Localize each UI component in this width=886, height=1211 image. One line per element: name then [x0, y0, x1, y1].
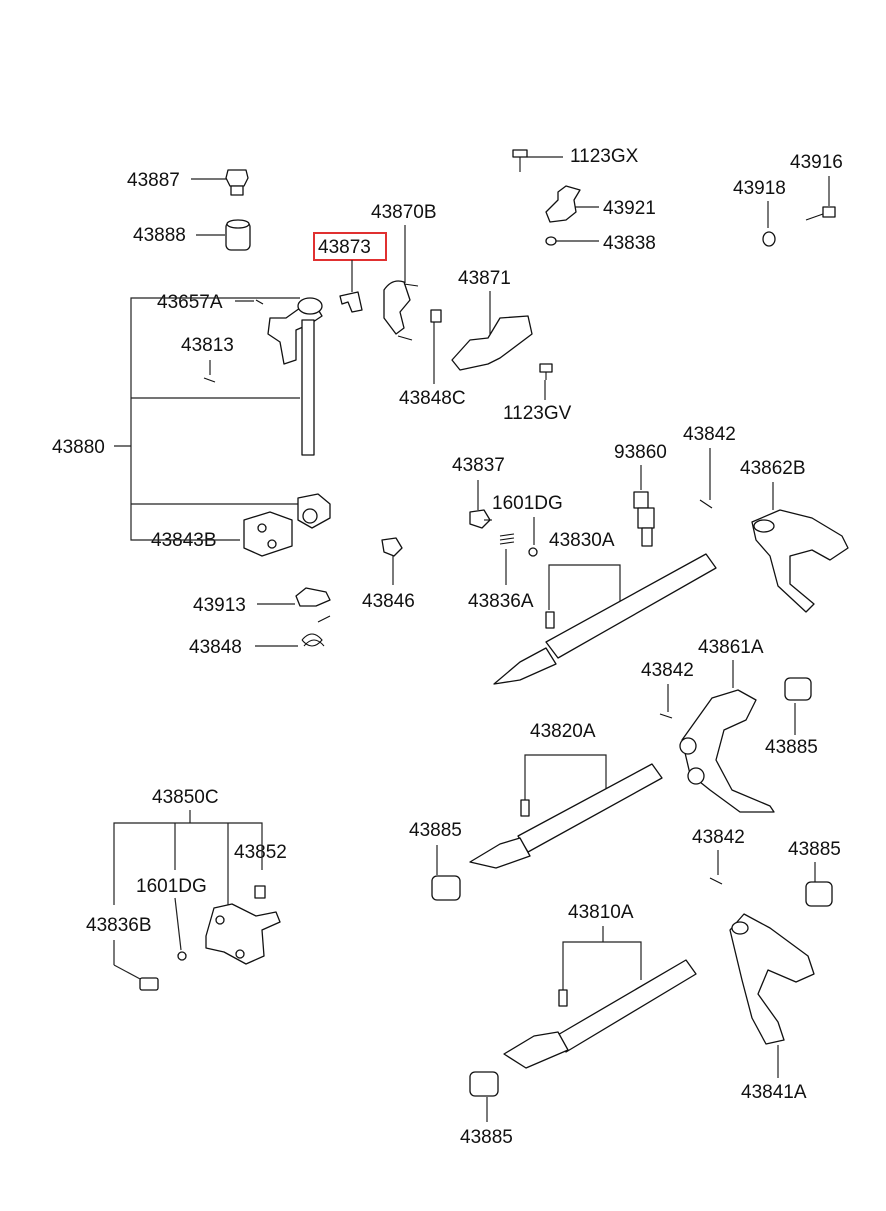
- part-43880-shift-shaft[interactable]: [267, 297, 331, 529]
- label-43870B[interactable]: 43870B: [371, 202, 437, 223]
- label-43916[interactable]: 43916: [790, 152, 843, 173]
- label-43838[interactable]: 43838: [603, 233, 656, 254]
- label-43830A[interactable]: 43830A: [549, 530, 615, 551]
- part-43871-bracket[interactable]: [451, 315, 533, 371]
- part-43916-bolt[interactable]: [805, 206, 836, 221]
- label-43841A[interactable]: 43841A: [741, 1082, 807, 1103]
- label-43836A[interactable]: 43836A: [468, 591, 534, 612]
- label-43842-top[interactable]: 43842: [683, 424, 736, 445]
- part-1123GX-bolt[interactable]: [512, 149, 528, 172]
- part-43848-spring[interactable]: [301, 615, 331, 647]
- part-43830A-shaft[interactable]: [493, 553, 717, 685]
- label-43837[interactable]: 43837: [452, 455, 505, 476]
- part-43870B-bracket[interactable]: [383, 280, 419, 341]
- part-43836A-spring[interactable]: [499, 533, 515, 545]
- part-43861A-fork[interactable]: [679, 689, 775, 813]
- part-43836B-screw[interactable]: [139, 977, 159, 991]
- label-43913[interactable]: 43913: [193, 595, 246, 616]
- label-1123GX[interactable]: 1123GX: [570, 146, 639, 167]
- label-43861A[interactable]: 43861A: [698, 637, 764, 658]
- part-43852-nut[interactable]: [254, 885, 266, 899]
- part-43846-plug[interactable]: [381, 537, 403, 557]
- part-43810A-shaft[interactable]: [503, 959, 697, 1069]
- part-43913-plate[interactable]: [295, 587, 331, 607]
- highlight-box-43873: [313, 232, 387, 261]
- label-43842-mid[interactable]: 43842: [641, 660, 694, 681]
- part-43657A-pin[interactable]: [255, 299, 264, 305]
- part-43848C-nut[interactable]: [430, 309, 442, 323]
- label-43657A[interactable]: 43657A: [157, 292, 223, 313]
- label-43842-low[interactable]: 43842: [692, 827, 745, 848]
- part-43885-bushing-right-top[interactable]: [784, 677, 812, 701]
- label-43888[interactable]: 43888: [133, 225, 186, 246]
- part-43921-plate[interactable]: [545, 185, 581, 223]
- part-43887-bolt[interactable]: [225, 169, 249, 196]
- part-1601DG-ball-top[interactable]: [528, 547, 538, 557]
- label-43871[interactable]: 43871: [458, 268, 511, 289]
- label-1601DG-low[interactable]: 1601DG: [136, 876, 207, 897]
- part-43838-nut[interactable]: [545, 236, 557, 246]
- label-43846[interactable]: 43846: [362, 591, 415, 612]
- part-43837-bolt[interactable]: [469, 509, 492, 529]
- label-43885-bottom[interactable]: 43885: [460, 1127, 513, 1148]
- label-43820A[interactable]: 43820A: [530, 721, 596, 742]
- leader-lines: [113, 156, 830, 1122]
- part-43813-pin[interactable]: [203, 377, 216, 383]
- part-43842-pin-mid[interactable]: [659, 713, 673, 719]
- part-43918-washer[interactable]: [762, 231, 776, 247]
- label-43885-left[interactable]: 43885: [409, 820, 462, 841]
- label-43885-right-top[interactable]: 43885: [765, 737, 818, 758]
- part-43873-clip[interactable]: [339, 291, 363, 313]
- part-43885-bushing-left[interactable]: [431, 875, 461, 901]
- label-43836B[interactable]: 43836B: [86, 915, 152, 936]
- part-43820A-shaft[interactable]: [469, 763, 663, 869]
- part-93860-sensor[interactable]: [633, 491, 655, 547]
- part-43842-pin-top[interactable]: [699, 499, 713, 509]
- part-43841A-fork[interactable]: [729, 913, 815, 1045]
- label-1601DG-top[interactable]: 1601DG: [492, 493, 563, 514]
- label-43810A[interactable]: 43810A: [568, 902, 634, 923]
- label-43885-right-low[interactable]: 43885: [788, 839, 841, 860]
- label-43918[interactable]: 43918: [733, 178, 786, 199]
- label-43921[interactable]: 43921: [603, 198, 656, 219]
- part-1123GV-bolt[interactable]: [539, 363, 553, 380]
- label-43850C[interactable]: 43850C: [152, 787, 219, 808]
- part-43850C-bracket[interactable]: [205, 903, 281, 965]
- label-43852[interactable]: 43852: [234, 842, 287, 863]
- part-43888-bushing[interactable]: [225, 219, 251, 251]
- label-43813[interactable]: 43813: [181, 335, 234, 356]
- part-43885-bushing-right-low[interactable]: [805, 881, 833, 907]
- label-43887[interactable]: 43887: [127, 170, 180, 191]
- label-43880[interactable]: 43880: [52, 437, 105, 458]
- part-43842-pin-low[interactable]: [709, 877, 723, 885]
- label-43848[interactable]: 43848: [189, 637, 242, 658]
- label-93860[interactable]: 93860: [614, 442, 667, 463]
- label-43862B[interactable]: 43862B: [740, 458, 806, 479]
- part-labels: 43887 43888 43873 43870B 1123GX 43921 43…: [52, 146, 843, 1148]
- part-43843B-holder[interactable]: [243, 511, 293, 557]
- part-43862B-fork[interactable]: [751, 509, 849, 613]
- label-43873[interactable]: 43873: [318, 237, 371, 258]
- part-43885-bushing-bottom[interactable]: [469, 1071, 499, 1097]
- part-1601DG-ball-low[interactable]: [177, 951, 187, 961]
- label-43848C[interactable]: 43848C: [399, 388, 466, 409]
- label-1123GV[interactable]: 1123GV: [503, 403, 572, 424]
